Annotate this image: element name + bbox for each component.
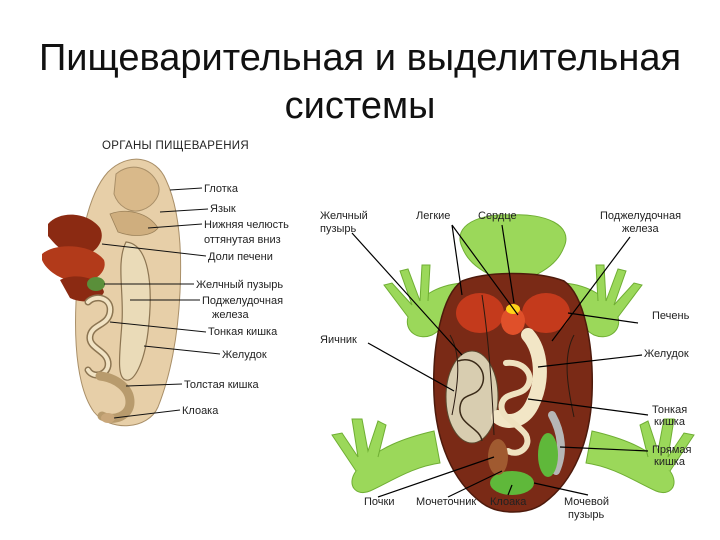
label-heart: Сердце [478,210,517,222]
label-small-intestine-2: кишка [654,416,686,428]
slide-title-line-1: Пищеварительная и выделительная [0,34,720,82]
label-large-intestine: Толстая кишка [184,379,260,391]
label-pancreas-gland: железа [212,309,249,321]
label-bladder-1: Мочевой [564,496,609,508]
label-small-intestine: Тонкая кишка [208,326,278,338]
label-ovary: Яичник [320,334,357,346]
label-bladder-2: пузырь [568,509,605,521]
label-lower-jaw: Нижняя челюсть [204,219,289,231]
label-tongue: Язык [210,203,236,215]
label-pharynx: Глотка [204,183,239,195]
slide-title-line-2: системы [0,82,720,130]
label-pulled-down: оттянутая вниз [204,234,281,246]
cloaca-shape [101,413,115,423]
label-stomach: Желудок [222,349,267,361]
label-gallbladder-2: пузырь [320,223,357,235]
digestive-organs-illustration: ОРГАНЫ ПИЩЕВАРЕНИЯ Глотка Язык Нижняя че [30,132,320,437]
label-liver-lobes: Доли печени [208,251,273,263]
slide-title: Пищеварительная и выделительная системы [0,34,720,130]
digestive-organs-drawing: ОРГАНЫ ПИЩЕВАРЕНИЯ Глотка Язык Нижняя че [30,132,320,437]
label-lungs: Легкие [416,210,450,222]
label-rectum-2: кишка [654,456,686,468]
frog-dissection-drawing: Желчный пузырь Легкие Сердце Поджелудочн… [312,185,714,530]
label-pancreas-1: Поджелудочная [600,210,681,222]
frog-dissection-illustration: Желчный пузырь Легкие Сердце Поджелудочн… [312,185,714,530]
kidney-shape [488,439,508,475]
label-cloaca: Клоака [490,496,527,508]
liver-left-lobe [456,293,504,333]
gallbladder-shape [87,277,105,291]
bladder-lobe-shape [538,433,558,477]
label-gallbladder-1: Желчный [320,210,368,222]
label-pancreas: Поджелудочная [202,295,283,307]
label-stomach: Желудок [644,348,689,360]
label-kidneys: Почки [364,496,394,508]
label-rectum-1: Прямая [652,444,692,456]
label-ureter: Мочеточник [416,496,476,508]
label-gallbladder: Желчный пузырь [196,279,283,291]
label-liver: Печень [652,310,690,322]
frog-head-shape [460,215,566,277]
label-cloaca: Клоака [182,405,219,417]
label-small-intestine-1: Тонкая [652,404,687,416]
pharynx-leader-line [170,188,202,190]
label-pancreas-2: железа [622,223,659,235]
digestive-organs-heading: ОРГАНЫ ПИЩЕВАРЕНИЯ [102,140,249,152]
